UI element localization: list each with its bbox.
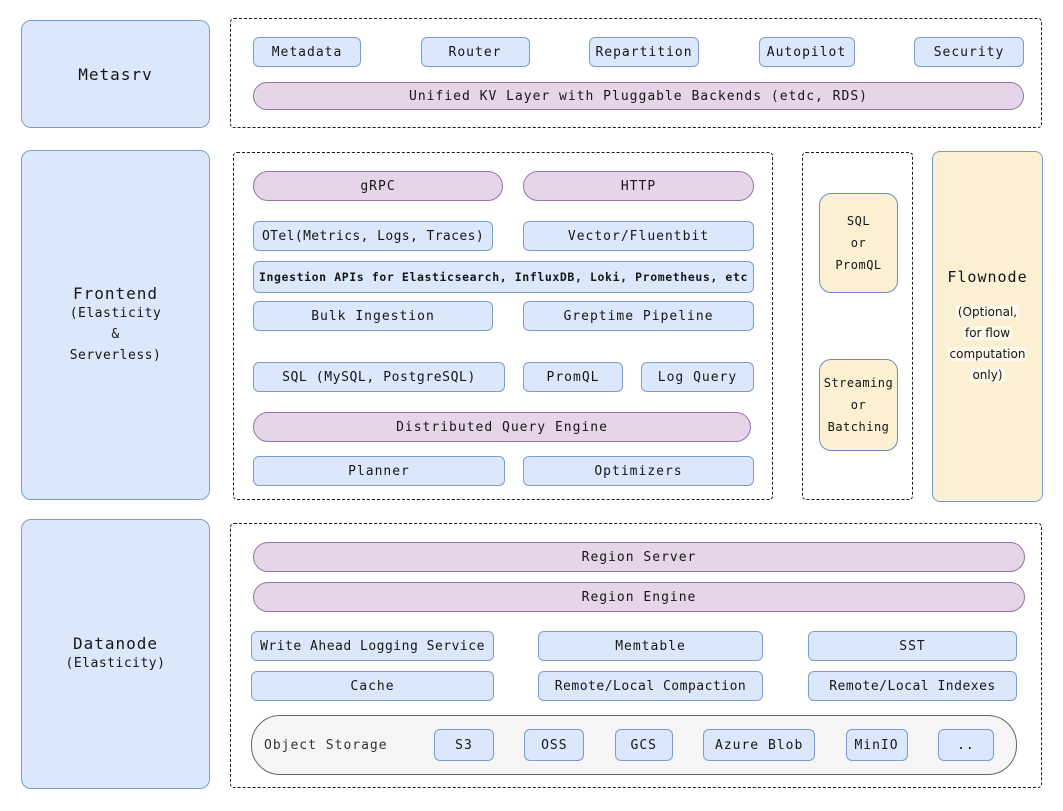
frontend-subtitle-line2: & <box>111 327 120 342</box>
node-router: Router <box>420 37 530 67</box>
node-cache: Cache <box>251 671 494 701</box>
node-wal-service: Write Ahead Logging Service <box>251 631 494 661</box>
node-flownode: Flownode (Optional, for flow computation… <box>932 151 1043 502</box>
flownode-note-line4: only) <box>970 367 1005 382</box>
node-memtable: Memtable <box>538 631 763 661</box>
node-optimizers: Optimizers <box>523 456 754 486</box>
node-planner: Planner <box>253 456 505 486</box>
node-security: Security <box>914 37 1024 67</box>
streaming-or-batching-line2: or <box>850 398 867 412</box>
node-oss: OSS <box>524 729 585 761</box>
node-distributed-query-engine: Distributed Query Engine <box>253 412 751 442</box>
streaming-or-batching-line1: Streaming <box>823 376 894 390</box>
streaming-or-batching-line3: Batching <box>827 420 890 434</box>
node-http: HTTP <box>523 171 754 201</box>
node-sst: SST <box>808 631 1017 661</box>
flownode-note-line1: (Optional, <box>955 304 1020 319</box>
node-vector-fluentbit: Vector/Fluentbit <box>523 221 754 251</box>
node-other-storage: .. <box>937 729 994 761</box>
object-storage-label: Object Storage <box>264 737 388 753</box>
node-remote-local-compaction: Remote/Local Compaction <box>538 671 763 701</box>
node-repartition: Repartition <box>589 37 699 67</box>
object-storage-container: Object Storage S3 OSS GCS Azure Blob Min… <box>251 715 1017 775</box>
frontend-subtitle-line3: Serverless) <box>69 348 162 363</box>
frontend-container: gRPC HTTP OTel(Metrics, Logs, Traces) Ve… <box>233 152 773 500</box>
sql-or-promql-line1: SQL <box>846 214 871 228</box>
node-unified-kv-layer: Unified KV Layer with Pluggable Backends… <box>253 82 1024 110</box>
node-greptime-pipeline: Greptime Pipeline <box>523 301 754 331</box>
metasrv-components-row: Metadata Router Repartition Autopilot Se… <box>253 37 1024 67</box>
node-otel: OTel(Metrics, Logs, Traces) <box>253 221 493 251</box>
flownode-title: Flownode <box>947 267 1028 286</box>
flownode-note-line3: computation <box>947 346 1028 361</box>
metasrv-title: Metasrv <box>78 64 153 84</box>
frontend-subtitle-line1: (Elasticity <box>69 306 162 321</box>
node-promql: PromQL <box>523 362 623 392</box>
datanode-container: Region Server Region Engine Write Ahead … <box>230 523 1042 788</box>
node-ingestion-apis: Ingestion APIs for Elasticsearch, Influx… <box>253 261 754 293</box>
node-sql-or-promql: SQL or PromQL <box>819 193 898 293</box>
node-grpc: gRPC <box>253 171 503 201</box>
flownode-note-line2: for flow <box>962 325 1013 340</box>
node-autopilot: Autopilot <box>758 37 855 67</box>
node-s3: S3 <box>433 729 494 761</box>
metasrv-group-label: Metasrv <box>21 20 210 128</box>
node-bulk-ingestion: Bulk Ingestion <box>253 301 493 331</box>
metasrv-container: Metadata Router Repartition Autopilot Se… <box>230 18 1042 128</box>
sql-or-promql-line3: PromQL <box>835 258 882 272</box>
node-region-server: Region Server <box>253 542 1025 572</box>
node-metadata: Metadata <box>253 37 361 67</box>
frontend-group-label: Frontend (Elasticity & Serverless) <box>21 150 210 500</box>
sql-or-promql-line2: or <box>850 236 867 250</box>
datanode-subtitle: (Elasticity) <box>65 656 166 671</box>
datanode-title: Datanode <box>72 634 159 653</box>
node-log-query: Log Query <box>641 362 754 392</box>
flow-connector-container: SQL or PromQL Streaming or Batching <box>802 152 913 500</box>
frontend-title: Frontend <box>72 284 159 303</box>
node-gcs: GCS <box>614 729 673 761</box>
node-sql-protocols: SQL (MySQL, PostgreSQL) <box>253 362 505 392</box>
node-remote-local-indexes: Remote/Local Indexes <box>808 671 1017 701</box>
node-minio: MinIO <box>845 729 908 761</box>
node-streaming-or-batching: Streaming or Batching <box>819 359 898 451</box>
datanode-group-label: Datanode (Elasticity) <box>21 519 210 789</box>
node-region-engine: Region Engine <box>253 582 1025 612</box>
node-azure-blob: Azure Blob <box>703 729 816 761</box>
